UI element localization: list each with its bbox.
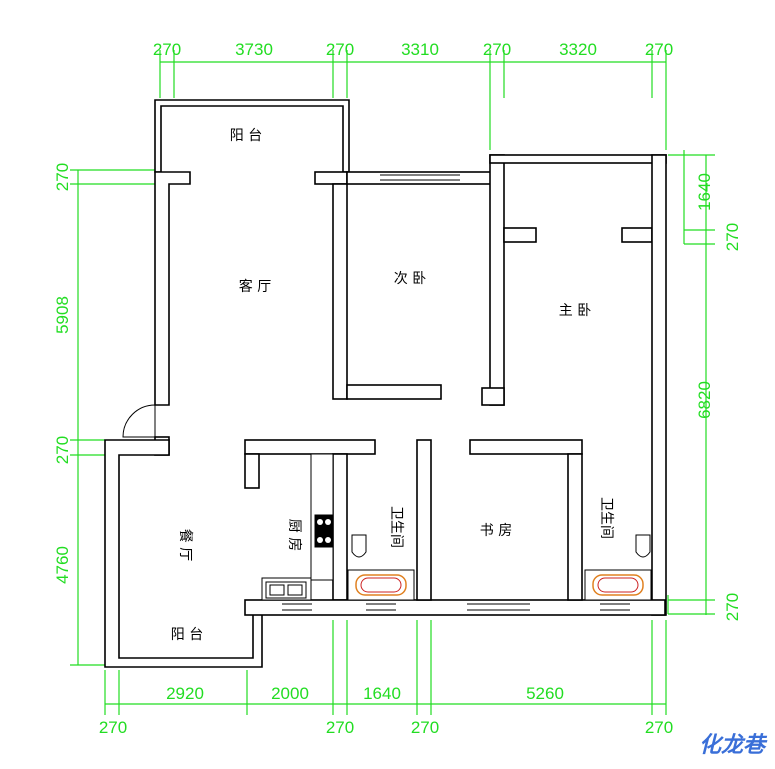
watermark: 化龙巷 bbox=[699, 733, 768, 758]
label-dining-room: 餐 厅 bbox=[177, 529, 193, 561]
label-living-room: 客 厅 bbox=[239, 278, 271, 295]
dim-bottom-3: 1640 bbox=[363, 684, 401, 703]
label-balcony-bottom: 阳 台 bbox=[171, 627, 203, 643]
dim-bottom-2: 2000 bbox=[271, 684, 309, 703]
dim-top-6: 3320 bbox=[559, 40, 597, 59]
dim-bottom-lower-4: 270 bbox=[645, 718, 673, 737]
dim-top-7: 270 bbox=[645, 40, 673, 59]
label-kitchen: 厨 房 bbox=[286, 519, 302, 551]
dim-right-2: 270 bbox=[723, 223, 742, 251]
dim-bottom-lower-2: 270 bbox=[326, 718, 354, 737]
dim-top-5: 270 bbox=[483, 40, 511, 59]
dim-bottom-lower-3: 270 bbox=[411, 718, 439, 737]
dim-left-3: 270 bbox=[53, 436, 72, 464]
kitchen-fixtures bbox=[261, 453, 334, 601]
label-master-bedroom: 主 卧 bbox=[559, 303, 591, 319]
dim-bottom-4: 5260 bbox=[526, 684, 564, 703]
walls bbox=[104, 99, 667, 668]
label-second-bedroom: 次 卧 bbox=[394, 271, 426, 287]
dim-top-2: 3730 bbox=[235, 40, 273, 59]
label-bathroom-2: 卫生间 bbox=[598, 497, 614, 539]
dim-bottom-lower-1: 270 bbox=[99, 718, 127, 737]
label-bathroom-1: 卫生间 bbox=[388, 506, 404, 548]
dim-left-4: 4760 bbox=[53, 546, 72, 584]
dim-top-4: 3310 bbox=[401, 40, 439, 59]
dim-right-1: 1640 bbox=[695, 173, 714, 211]
dim-left-2: 5908 bbox=[53, 296, 72, 334]
dim-left-1: 270 bbox=[53, 163, 72, 191]
bathroom-1-fixtures bbox=[347, 534, 415, 601]
dim-top-1: 270 bbox=[153, 40, 181, 59]
dim-right-4: 270 bbox=[723, 593, 742, 621]
dim-right-3: 6820 bbox=[695, 381, 714, 419]
label-balcony-top: 阳 台 bbox=[230, 128, 262, 144]
entrance-door-icon bbox=[122, 404, 156, 438]
label-study: 书 房 bbox=[480, 523, 512, 539]
dim-bottom-1: 2920 bbox=[166, 684, 204, 703]
bathroom-2-fixtures bbox=[584, 534, 652, 601]
dimension-lines bbox=[70, 50, 715, 715]
dim-top-3: 270 bbox=[326, 40, 354, 59]
